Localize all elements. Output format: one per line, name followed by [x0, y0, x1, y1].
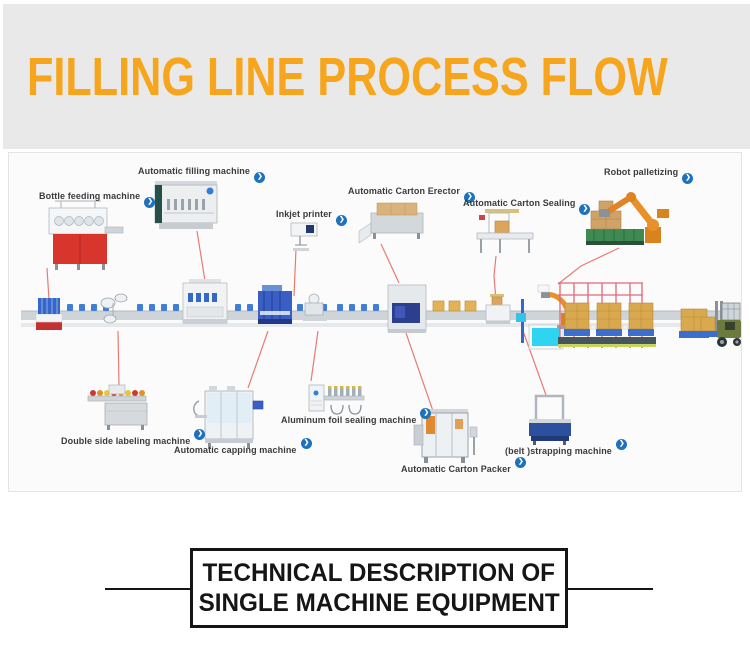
chevron-right-circle-icon[interactable]: ❯: [335, 215, 347, 227]
station-label-text: Automatic capping machine: [174, 445, 297, 455]
station-label-text: (belt )strapping machine: [505, 446, 612, 456]
chevron-right-circle-icon[interactable]: ❯: [463, 192, 475, 204]
chevron-right-circle-icon[interactable]: ❯: [579, 204, 591, 216]
section-heading-line1: TECHNICAL DESCRIPTION OF: [202, 559, 556, 587]
station-label-text: Automatic Carton Erector: [348, 186, 460, 196]
loaded-pallets: [558, 302, 656, 347]
station-carton-sealing: Automatic Carton Sealing❯: [463, 198, 591, 216]
inline-labeler: [100, 293, 128, 324]
station-label-text: Bottle feeding machine: [39, 191, 141, 201]
chevron-right-circle-icon[interactable]: ❯: [514, 457, 526, 469]
footer-rule-left: [105, 588, 190, 590]
connector-lines: [46, 230, 620, 412]
carton-erector-illustration: [358, 202, 424, 244]
inkjet-printer-illustration: [290, 222, 318, 251]
footer-rule-right: [568, 588, 653, 590]
station-bottle-feeding: Bottle feeding machine❯: [39, 191, 156, 209]
station-aluminum-foil-sealing: Aluminum foil sealing machine❯: [281, 408, 432, 426]
inline-sealer: [485, 294, 511, 324]
station-label-text: Inkjet printer: [276, 209, 332, 219]
automatic-capping-illustration: [193, 386, 264, 448]
station-label-text: Automatic Carton Packer: [401, 464, 511, 474]
double-side-labeling-illustration: [87, 384, 148, 430]
station-label-text: Aluminum foil sealing machine: [281, 415, 417, 425]
aluminum-foil-sealing-illustration: [308, 384, 365, 415]
station-belt-strapping: (belt )strapping machine❯: [505, 439, 627, 457]
chevron-right-circle-icon[interactable]: ❯: [682, 173, 694, 185]
belt-strapping-illustration: [529, 394, 571, 445]
station-robot-palletizing: Robot palletizing❯: [604, 167, 694, 185]
section-heading-box: TECHNICAL DESCRIPTION OF SINGLE MACHINE …: [190, 548, 568, 628]
inline-cabinet: [387, 284, 427, 333]
inline-filling-machine: [182, 279, 228, 324]
process-flow-panel: Bottle feeding machine❯ Automatic fillin…: [8, 152, 742, 492]
station-carton-erector: Automatic Carton Erector❯: [348, 186, 475, 204]
station-label-text: Double side labeling machine: [61, 436, 191, 446]
chevron-right-circle-icon[interactable]: ❯: [194, 429, 206, 441]
station-inkjet-printer: Inkjet printer❯: [276, 209, 347, 227]
chevron-right-circle-icon[interactable]: ❯: [144, 197, 156, 209]
bottle-feeding-machine-illustration: [48, 200, 124, 270]
chevron-right-circle-icon[interactable]: ❯: [300, 438, 312, 450]
infeed-pallet: [35, 298, 63, 330]
robot-palletizing-illustration: [586, 192, 669, 245]
automatic-filling-machine-illustration: [154, 181, 218, 229]
carton-sealing-illustration: [476, 209, 534, 253]
chevron-right-circle-icon[interactable]: ❯: [254, 172, 266, 184]
station-carton-packer: Automatic Carton Packer❯: [401, 457, 526, 475]
carton-packer-illustration: [413, 409, 478, 463]
empty-cyan-pallet: [528, 324, 564, 350]
forklift: [699, 301, 741, 347]
page-title: FILLING LINE PROCESS FLOW: [27, 46, 668, 107]
inline-blue-machine: [258, 285, 292, 324]
inline-inkjet-unit: [303, 293, 327, 321]
process-flow-illustration: [21, 181, 741, 463]
station-automatic-filling: Automatic filling machine❯: [138, 166, 266, 184]
station-label-text: Robot palletizing: [604, 167, 679, 177]
section-heading-line2: SINGLE MACHINE EQUIPMENT: [198, 589, 560, 617]
station-label-text: Automatic filling machine: [138, 166, 251, 176]
station-automatic-capping: Automatic capping machine❯: [174, 438, 312, 456]
station-label-text: Automatic Carton Sealing: [463, 198, 576, 208]
title-banner: FILLING LINE PROCESS FLOW: [3, 4, 750, 149]
main-conveyor: [21, 300, 735, 327]
inline-pole: [516, 299, 526, 343]
chevron-right-circle-icon[interactable]: ❯: [615, 439, 627, 451]
chevron-right-circle-icon[interactable]: ❯: [420, 408, 432, 420]
station-double-side-labeling: Double side labeling machine❯: [61, 429, 206, 447]
